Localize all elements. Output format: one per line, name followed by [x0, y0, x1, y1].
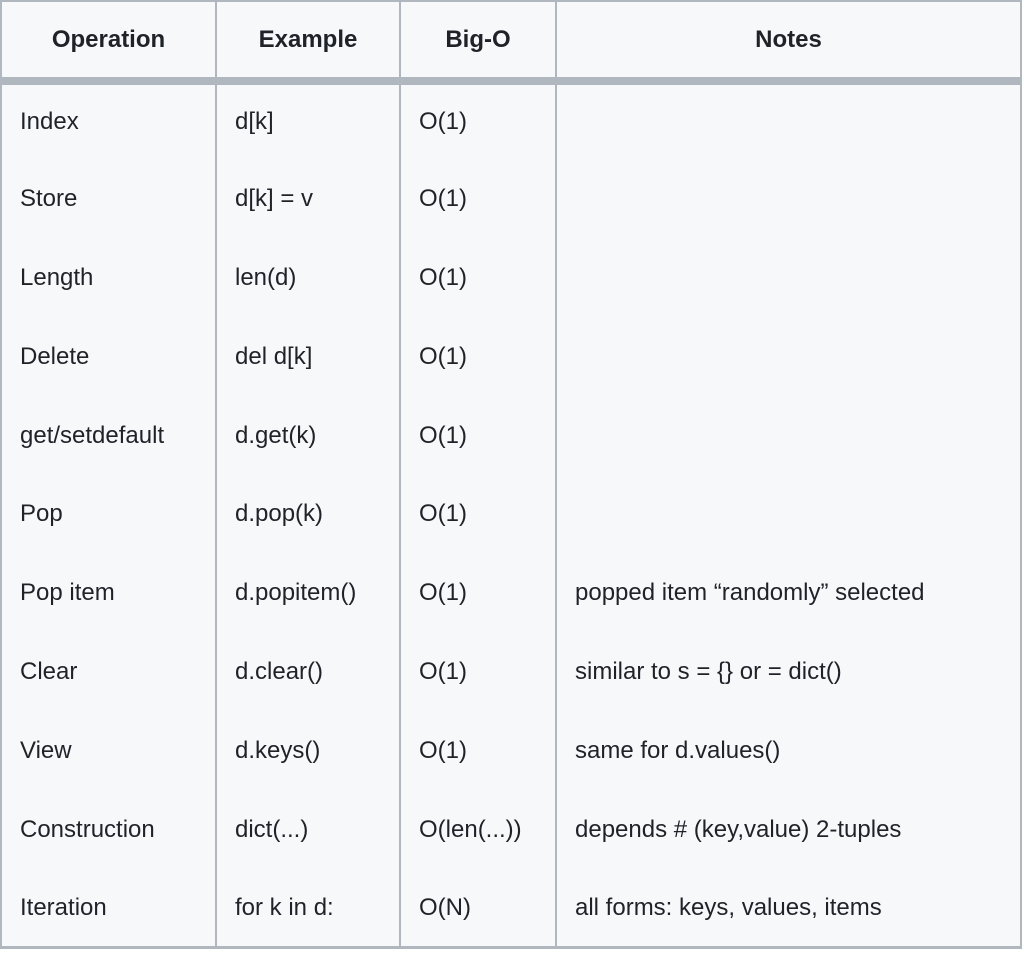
- cell-operation: Length: [0, 238, 217, 318]
- table-row: Index d[k] O(1): [0, 81, 1022, 160]
- cell-example: d.clear(): [215, 632, 401, 712]
- cell-notes: same for d.values(): [555, 711, 1022, 791]
- cell-notes: [555, 396, 1022, 475]
- cell-big-o: O(1): [399, 474, 557, 554]
- cell-big-o: O(1): [399, 632, 557, 712]
- table-row: Clear d.clear() O(1) similar to s = {} o…: [0, 632, 1022, 712]
- header-row: Operation Example Big-O Notes: [0, 1, 1022, 85]
- dict-operations-table: Operation Example Big-O Notes Index d[k]…: [0, 0, 1022, 950]
- cell-operation: Pop: [0, 474, 217, 554]
- cell-operation: Index: [0, 81, 217, 160]
- cell-big-o: O(1): [399, 553, 557, 633]
- table-row: Construction dict(...) O(len(...)) depen…: [0, 790, 1022, 869]
- cell-big-o: O(1): [399, 317, 557, 397]
- cell-notes: all forms: keys, values, items: [555, 868, 1022, 948]
- cell-notes: [555, 474, 1022, 554]
- cell-big-o: O(1): [399, 159, 557, 239]
- cell-operation: Store: [0, 159, 217, 239]
- table-row: Pop d.pop(k) O(1): [0, 474, 1022, 554]
- column-header-notes: Notes: [555, 1, 1022, 85]
- column-header-example: Example: [215, 1, 401, 85]
- cell-example: dict(...): [215, 790, 401, 869]
- cell-notes: popped item “randomly” selected: [555, 553, 1022, 633]
- cell-notes: [555, 238, 1022, 318]
- cell-operation: View: [0, 711, 217, 791]
- cell-big-o: O(len(...)): [399, 790, 557, 869]
- cell-notes: [555, 317, 1022, 397]
- table-row: Delete del d[k] O(1): [0, 317, 1022, 397]
- table-row: get/setdefault d.get(k) O(1): [0, 396, 1022, 475]
- cell-example: d.get(k): [215, 396, 401, 475]
- cell-notes: [555, 159, 1022, 239]
- table-header: Operation Example Big-O Notes: [0, 1, 1022, 85]
- table-row: Store d[k] = v O(1): [0, 159, 1022, 239]
- cell-example: d[k]: [215, 81, 401, 160]
- cell-operation: Construction: [0, 790, 217, 869]
- cell-notes: depends # (key,value) 2-tuples: [555, 790, 1022, 869]
- cell-example: d[k] = v: [215, 159, 401, 239]
- table-row: View d.keys() O(1) same for d.values(): [0, 711, 1022, 791]
- cell-example: d.keys(): [215, 711, 401, 791]
- table-body: Index d[k] O(1) Store d[k] = v O(1) Leng…: [0, 81, 1022, 948]
- cell-operation: get/setdefault: [0, 396, 217, 475]
- cell-operation: Pop item: [0, 553, 217, 633]
- cell-example: d.pop(k): [215, 474, 401, 554]
- cell-notes: similar to s = {} or = dict(): [555, 632, 1022, 712]
- cell-example: d.popitem(): [215, 553, 401, 633]
- table-row: Length len(d) O(1): [0, 238, 1022, 318]
- cell-example: len(d): [215, 238, 401, 318]
- cell-big-o: O(N): [399, 868, 557, 948]
- cell-notes: [555, 81, 1022, 160]
- cell-operation: Iteration: [0, 868, 217, 948]
- cell-operation: Clear: [0, 632, 217, 712]
- table-row: Pop item d.popitem() O(1) popped item “r…: [0, 553, 1022, 633]
- column-header-big-o: Big-O: [399, 1, 557, 85]
- cell-big-o: O(1): [399, 396, 557, 475]
- table-row: Iteration for k in d: O(N) all forms: ke…: [0, 868, 1022, 948]
- cell-big-o: O(1): [399, 81, 557, 160]
- cell-example: for k in d:: [215, 868, 401, 948]
- cell-big-o: O(1): [399, 711, 557, 791]
- cell-example: del d[k]: [215, 317, 401, 397]
- column-header-operation: Operation: [0, 1, 217, 85]
- cell-big-o: O(1): [399, 238, 557, 318]
- cell-operation: Delete: [0, 317, 217, 397]
